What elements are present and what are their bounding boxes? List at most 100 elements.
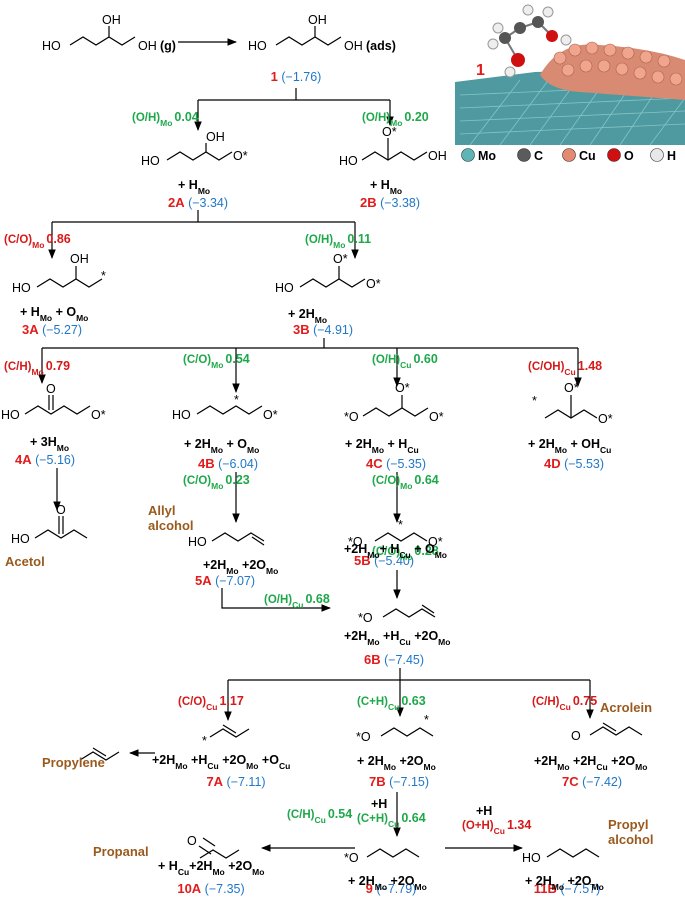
legend-mo-swatch: [461, 148, 475, 162]
product-name-3: Propylene: [42, 755, 105, 770]
s2A-skeleton: [166, 151, 233, 161]
s7A-atom-0: *: [202, 734, 207, 748]
s4C-atom-1: *O: [344, 410, 359, 424]
s5B-skeleton: [374, 532, 428, 542]
inset-tag: 1: [476, 62, 485, 79]
legend-h-swatch: [650, 148, 664, 162]
state-9-label: 9 (−7.79): [366, 881, 417, 896]
coadsorbate-10: +2HMo +HCu +2OMo: [344, 629, 450, 647]
acetol-atom-1: HO: [11, 532, 30, 546]
legend-h-label: H: [667, 149, 676, 163]
propylene-skeleton: [79, 751, 120, 761]
reaction-connectors: [38, 38, 594, 852]
chart-labels: 1 (−1.76)2A (−3.34)2B (−3.38)3A (−5.27)3…: [4, 69, 654, 896]
s7C-skeleton: [589, 726, 643, 736]
legend-c-label: C: [534, 149, 543, 163]
coadsorbate-15: + HCu+2HMo +2OMo: [158, 859, 264, 877]
s4B-atom-0: *: [234, 393, 239, 407]
product-name-4: Acrolein: [600, 700, 652, 715]
coadsorbate-8: +2HMo +2OMo: [203, 558, 278, 576]
ads-tag: (ads): [366, 39, 396, 53]
s4B-atom-1: HO: [172, 408, 191, 422]
product-name-7: alcohol: [608, 832, 654, 847]
s5B-atom-1: *O: [348, 535, 363, 549]
arrow-5A-6B: [221, 588, 331, 612]
legend-cu-label: Cu: [579, 149, 596, 163]
s2B-atom-2: OH: [428, 149, 447, 163]
legend-c-swatch: [517, 148, 531, 162]
s2A-atom-2: O*: [233, 149, 248, 163]
coadsorbate-11: +2HMo +HCu +2OMo +OCu: [152, 753, 290, 771]
s5A-skeleton: [211, 532, 265, 542]
state-7C-label: 7C (−7.42): [562, 774, 622, 789]
state-7B-label: 7B (−7.15): [369, 774, 429, 789]
s10A-skeleton: [199, 849, 240, 859]
coadsorbate-0: + HMo: [178, 178, 210, 196]
state-4A-label: 4A (−5.16): [15, 452, 75, 467]
coadsorbate-16: + 2HMo +2OMo: [525, 874, 604, 892]
state-2B-label: 2B (−3.38): [360, 195, 420, 210]
s4C-atom-2: O*: [429, 410, 444, 424]
coadsorbate-4: + 3HMo: [30, 435, 69, 453]
s4B-skeleton: [196, 405, 263, 415]
s3B-skeleton: [299, 278, 366, 288]
s5B-atom-2: O*: [428, 535, 443, 549]
s7B-atom-1: *: [424, 713, 429, 727]
s2B-skeleton: [361, 151, 428, 161]
structure-atom-labels: HO OH OH (g) HO OH OH (ads): [42, 13, 396, 53]
coadsorbate-1: + HMo: [370, 178, 402, 196]
coadsorbate-3: + 2HMo: [288, 307, 327, 325]
s3A-atom-0: OH: [70, 252, 89, 266]
s7B-skeleton: [380, 727, 434, 737]
s3B-atom-0: O*: [333, 252, 348, 266]
coadsorbate-5: + 2HMo + OMo: [184, 437, 259, 455]
s7C-atom-0: O: [571, 729, 581, 743]
gas-oh-right: OH: [138, 39, 157, 53]
ads-oh-right: OH: [344, 39, 363, 53]
gas-phase-tag: (g): [160, 39, 176, 53]
s4A-skeleton: [24, 405, 91, 415]
s4B-atom-2: O*: [263, 408, 278, 422]
state-1-label: 1 (−1.76): [271, 69, 322, 84]
s4D-atom-1: *: [532, 394, 537, 408]
s5B-atom-0: *: [398, 518, 403, 532]
state-5B-label: 5B (−5.40): [354, 553, 414, 568]
state-10A-label: 10A (−7.35): [177, 881, 244, 896]
s3B-atom-2: O*: [366, 277, 381, 291]
gas-ho: HO: [42, 39, 61, 53]
state-6B-label: 6B (−7.45): [364, 652, 424, 667]
state-4B-label: 4B (−6.04): [198, 456, 258, 471]
coadsorbate-2: + HMo + OMo: [20, 305, 88, 323]
s4A-atom-1: HO: [1, 408, 20, 422]
product-name-1: Allyl: [148, 503, 175, 518]
s6B-skeleton: [382, 608, 436, 618]
s4D-atom-0: O*: [564, 381, 579, 395]
s2B-atom-1: HO: [339, 154, 358, 168]
state-5A-label: 5A (−7.07): [195, 573, 255, 588]
state-11B-label: 11B (−7.57): [534, 881, 601, 896]
s3A-atom-1: HO: [12, 281, 31, 295]
s6B-atom-0: *O: [358, 611, 373, 625]
glycerol-gas-skeleton: [69, 36, 136, 46]
ads-ho: HO: [248, 39, 267, 53]
coadsorbate-7: + 2HMo + OHCu: [528, 437, 611, 455]
s7B-atom-0: *O: [356, 730, 371, 744]
s4D-atom-2: O*: [598, 412, 613, 426]
